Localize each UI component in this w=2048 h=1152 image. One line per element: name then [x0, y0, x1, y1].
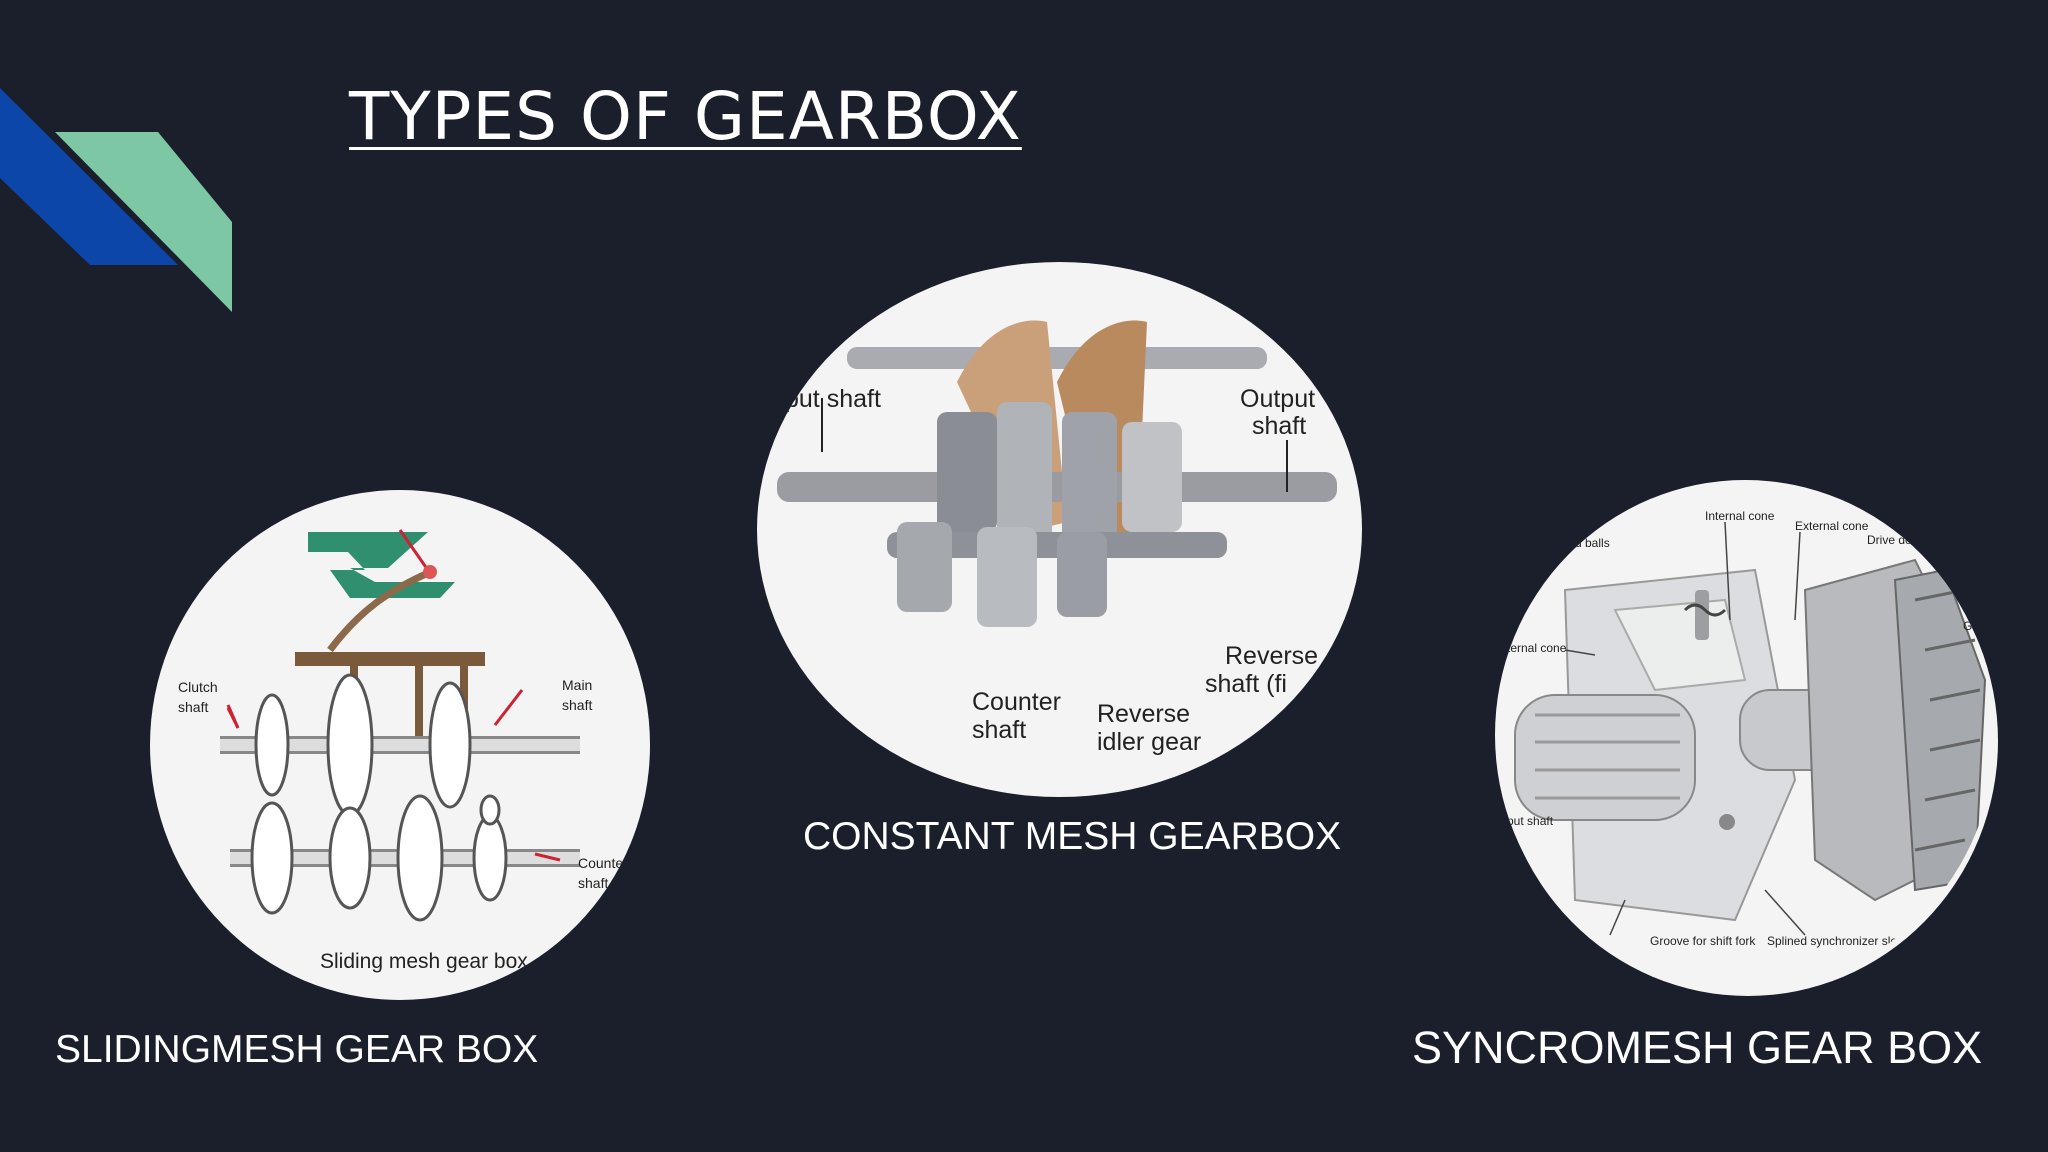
- corner-decoration: [0, 88, 232, 312]
- label-reverse-shaft-2: shaft (fi: [1205, 670, 1287, 698]
- label-main-1: Main: [562, 677, 592, 693]
- label-reverse-idler-2: idler gear: [1097, 728, 1201, 756]
- slide-title: TYPES OF GEARBOX: [349, 78, 1022, 155]
- label-groove: Groove for shift fork: [1650, 934, 1756, 948]
- label-internal-cone-top: Internal cone: [1705, 509, 1775, 523]
- label-external-cone: External cone: [1795, 519, 1869, 533]
- label-input-shaft: put shaft: [785, 385, 881, 413]
- label-counter-2: shaft: [578, 875, 608, 891]
- caption-synchromesh: SYNCROMESH GEAR BOX: [1412, 1022, 1983, 1073]
- constant-mesh-diagram: put shaft Output shaft Counter shaft Rev…: [777, 320, 1337, 756]
- caption-constant-mesh: CONSTANT MESH GEARBOX: [803, 815, 1342, 858]
- synchromesh-diagram: Internal cone External cone Drive do d b…: [1507, 509, 1987, 948]
- synchromesh-image: Internal cone External cone Drive do d b…: [1495, 480, 1995, 990]
- label-drive-dog: Drive do: [1867, 533, 1912, 547]
- label-gear: Gea: [1963, 619, 1986, 633]
- label-balls: d balls: [1575, 536, 1610, 550]
- label-sliding-bottom: Sliding mesh gear box: [320, 950, 528, 973]
- label-internal-cone-left: ternal cone: [1507, 641, 1567, 655]
- label-output-shaft: put shaft: [1507, 814, 1554, 828]
- label-counter-2: shaft: [972, 716, 1026, 744]
- label-reverse-idler-1: Reverse: [1097, 700, 1190, 728]
- gear-selector-gate: [308, 532, 455, 598]
- sliding-mesh-image: Clutch shaft Main shaft Counter shaft Sl…: [150, 490, 650, 1000]
- label-output-1: Output: [1240, 385, 1315, 413]
- label-output-2: shaft: [1252, 412, 1306, 440]
- label-counter-1: Counter: [972, 688, 1061, 716]
- label-counter-1: Counter: [578, 855, 628, 871]
- label-clutch-1: Clutch: [178, 679, 218, 695]
- caption-sliding-mesh: SLIDINGMESH GEAR BOX: [55, 1028, 539, 1071]
- green-stripe: [55, 132, 232, 312]
- sliding-mesh-diagram: Clutch shaft Main shaft Counter shaft Sl…: [178, 529, 628, 973]
- label-reverse-shaft-1: Reverse: [1225, 642, 1318, 670]
- label-clutch-2: shaft: [178, 699, 208, 715]
- label-main-2: shaft: [562, 697, 592, 713]
- label-sleeve: Splined synchronizer sleeve: [1767, 934, 1917, 948]
- blue-stripe: [0, 88, 178, 265]
- constant-mesh-image: put shaft Output shaft Counter shaft Rev…: [757, 262, 1362, 797]
